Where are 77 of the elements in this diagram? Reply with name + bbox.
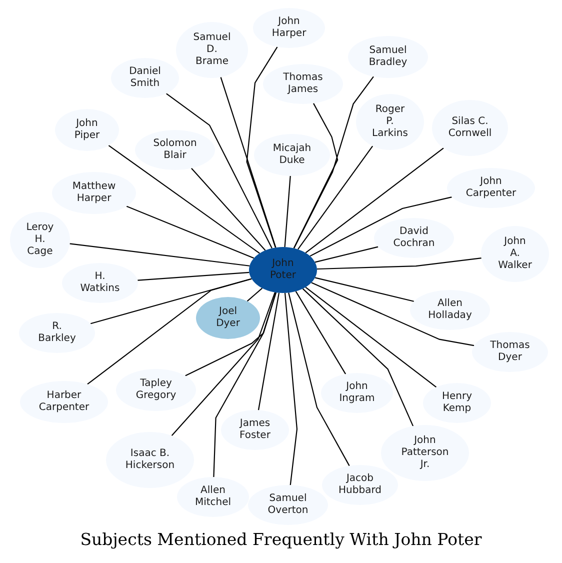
connector-line xyxy=(126,206,254,259)
name-ellipse xyxy=(249,247,317,293)
connector-line xyxy=(191,168,266,251)
connector-line xyxy=(70,243,250,266)
name-label: John Carpenter xyxy=(466,176,516,200)
name-label: Daniel Smith xyxy=(129,66,161,90)
name-ellipse xyxy=(248,485,328,525)
name-label: Henry Kemp xyxy=(442,391,472,415)
connector-line xyxy=(305,148,444,254)
connector-line xyxy=(288,292,350,466)
name-label: John Harper xyxy=(272,16,306,40)
name-ellipse xyxy=(254,134,330,176)
connector-line xyxy=(258,292,280,410)
name-label: James Foster xyxy=(240,418,270,442)
name-ellipse xyxy=(177,477,249,517)
connector-line xyxy=(213,292,276,478)
connector-line xyxy=(138,272,250,281)
name-ellipse xyxy=(196,297,260,339)
chart-title: Subjects Mentioned Frequently With John Poter xyxy=(79,530,483,549)
name-ellipse xyxy=(116,369,196,411)
name-ellipse xyxy=(111,58,179,98)
name-label: R. Barkley xyxy=(38,321,76,345)
connector-line xyxy=(314,277,414,302)
name-label: Samuel D. Brame xyxy=(193,32,231,68)
connector-line xyxy=(302,288,414,426)
name-label: David Cochran xyxy=(393,226,435,250)
connector-line xyxy=(298,146,374,250)
connector-line xyxy=(185,292,277,376)
name-ellipse xyxy=(356,94,424,150)
connector-line xyxy=(314,246,378,263)
connector-line xyxy=(295,291,346,374)
name-label: John Poter xyxy=(270,258,296,282)
name-label: Matthew Harper xyxy=(72,181,116,205)
name-ellipse xyxy=(221,410,289,450)
name-label: Solomon Blair xyxy=(153,138,197,162)
name-label: Leroy H. Cage xyxy=(26,222,54,258)
name-label: Isaac B. Hickerson xyxy=(125,448,175,472)
name-label: Micajah Duke xyxy=(272,143,312,167)
name-ellipse xyxy=(263,64,343,104)
name-label: John A. Walker xyxy=(498,236,532,272)
connector-line xyxy=(246,288,263,302)
name-label: John Piper xyxy=(74,118,100,142)
connector-line xyxy=(284,176,291,248)
connector-line xyxy=(293,103,338,248)
connector-line xyxy=(87,278,252,385)
connector-line xyxy=(90,278,252,324)
name-label: Joel Dyer xyxy=(216,306,240,330)
name-label: Tapley Gregory xyxy=(136,378,176,402)
connector-line xyxy=(305,286,437,388)
name-label: Roger P. Larkins xyxy=(372,104,408,140)
name-label: Jacob Hubbard xyxy=(338,473,382,497)
connector-line xyxy=(294,76,374,248)
name-ellipse xyxy=(135,130,215,170)
connector-line xyxy=(108,145,260,254)
connector-line xyxy=(246,46,278,248)
connector-line xyxy=(310,196,452,257)
name-ellipse xyxy=(374,218,454,258)
name-label: Thomas James xyxy=(283,72,323,96)
name-label: John Ingram xyxy=(339,381,375,405)
name-label: John Patterson Jr. xyxy=(401,435,449,471)
connector-line xyxy=(311,282,474,346)
name-label: Allen Holladay xyxy=(428,298,472,322)
name-ellipse xyxy=(410,290,490,330)
connector-line xyxy=(166,93,272,248)
name-ellipse xyxy=(322,465,398,505)
connector-line xyxy=(220,77,276,248)
name-label: Silas C. Cornwell xyxy=(448,116,492,140)
name-label: Harber Carpenter xyxy=(38,390,90,414)
name-ellipse xyxy=(321,373,393,413)
connector-line xyxy=(171,292,276,436)
name-label: Samuel Bradley xyxy=(368,45,408,69)
name-label: H. Watkins xyxy=(80,271,120,295)
name-label: Thomas Dyer xyxy=(490,340,530,364)
name-label: Allen Mitchel xyxy=(194,485,232,509)
connector-line xyxy=(316,258,482,270)
connector-line xyxy=(284,292,298,486)
name-label: Samuel Overton xyxy=(268,493,308,517)
